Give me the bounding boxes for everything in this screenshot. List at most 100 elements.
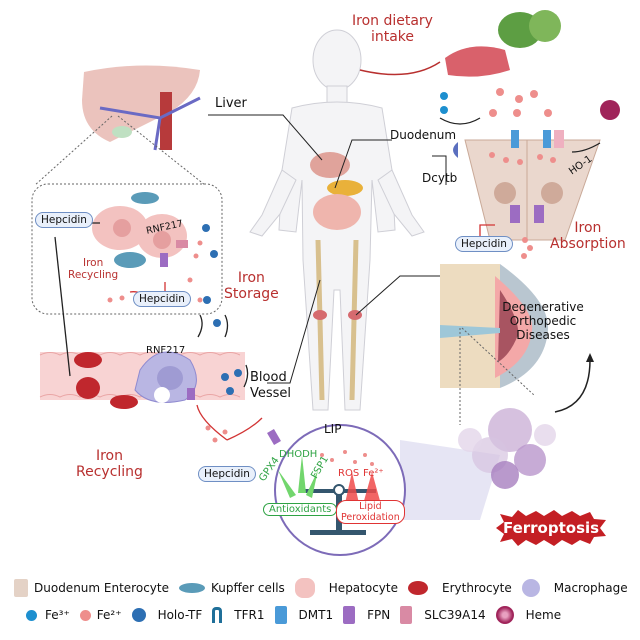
dmt1-icon — [274, 606, 287, 624]
legend-label: Macrophage — [553, 581, 628, 595]
legend-label: Duodenum Enterocyte — [34, 581, 169, 595]
ferroptosis-badge: Ferroptosis — [496, 510, 606, 546]
legend-tfr1: TFR1 — [212, 607, 265, 623]
holo-tf-molecules — [202, 224, 242, 395]
dcytb-label: Dcytb — [422, 171, 458, 185]
iron-absorption-line2: Absorption — [550, 236, 626, 252]
legend-duodenum-enterocyte: Duodenum Enterocyte — [14, 579, 169, 597]
legend-label: SLC39A14 — [424, 608, 486, 622]
legend-erythrocyte: Erythrocyte — [408, 581, 512, 595]
degenerative-line3: Diseases — [516, 328, 570, 342]
liver-label: Liver — [215, 96, 247, 111]
iron-recycling-inset-line2: Recycling — [68, 269, 119, 281]
degenerative-arrowhead — [586, 353, 594, 362]
legend-label: DMT1 — [298, 608, 334, 622]
kupffer-cell-icon — [178, 583, 205, 593]
lipid-peroxidation-line2: Peroxidation — [341, 512, 400, 523]
food-illustration — [445, 10, 561, 77]
lip-label: LIP — [324, 422, 342, 436]
lipid-peroxidation-line1: Lipid — [359, 501, 382, 512]
rnf217-macrophage-label: RNF217 — [146, 345, 186, 356]
iron-dietary-line1: Iron dietary — [352, 13, 433, 29]
fe3-icon — [26, 609, 37, 621]
hepcidin-badge-liver: Hepcidin — [35, 212, 93, 228]
fpn-icon — [343, 606, 356, 624]
degenerative-diseases-label: Degenerative Orthopedic Diseases — [502, 300, 583, 342]
liver-zoom-lines — [31, 115, 223, 315]
legend-fe3: Fe³⁺ — [26, 608, 70, 622]
iron-absorption-line1: Iron — [574, 220, 602, 236]
legend-holo-tf: Holo-TF — [131, 608, 203, 622]
iron-storage-label: Iron Storage — [224, 270, 279, 302]
fe2-label: Fe²⁺ — [363, 468, 384, 479]
heme-icon — [495, 606, 514, 624]
fe2-ions — [107, 88, 556, 466]
legend-kupffer-cells: Kupffer cells — [178, 581, 285, 595]
degenerative-line2: Orthopedic — [509, 314, 577, 328]
legend-label: FPN — [367, 608, 391, 622]
ros-label: ROS — [338, 468, 360, 479]
legend-label: Hepatocyte — [328, 581, 398, 595]
hepcidin-badge-inset: Hepcidin — [133, 291, 191, 307]
organs — [310, 152, 363, 230]
legend-label: Fe³⁺ — [45, 608, 70, 622]
tfr1-icon — [212, 607, 223, 623]
flow-arrows — [54, 117, 601, 388]
iron-storage-line2: Storage — [224, 286, 279, 302]
legend-fpn: FPN — [343, 606, 390, 624]
degenerative-line1: Degenerative — [502, 300, 584, 314]
legend-label: TFR1 — [234, 608, 265, 622]
duodenum-enterocytes — [440, 92, 620, 241]
liver-illustration — [82, 65, 201, 151]
iron-recycling-label: Iron Recycling — [76, 448, 143, 480]
hepatocytes-inset — [92, 192, 188, 268]
legend-label: Heme — [525, 608, 562, 622]
knee-joints — [313, 310, 362, 320]
legend-hepatocyte: Hepatocyte — [294, 578, 398, 598]
dhodh-label: DHODH — [279, 449, 318, 460]
blood-vessel-label: Blood Vessel — [250, 370, 291, 402]
duodenum-enterocyte-icon — [14, 579, 28, 597]
ferroptosis-label: Ferroptosis — [502, 519, 600, 537]
iron-recycling-line2: Recycling — [76, 464, 143, 480]
leader-lines — [208, 114, 447, 384]
iron-absorption-label: Iron Absorption — [550, 220, 626, 252]
legend-macrophage: Macrophage — [521, 579, 628, 597]
iron-recycling-inset-line1: Iron — [82, 257, 104, 269]
joint-zoom-lines — [459, 327, 536, 425]
hepcidin-badge-absorption: Hepcidin — [455, 236, 513, 252]
legend-label: Erythrocyte — [442, 581, 512, 595]
legend-label: Holo-TF — [157, 608, 203, 622]
erythrocyte-icon — [408, 581, 428, 595]
holo-tf-icon — [131, 608, 146, 622]
hepcidin-badge-recycling: Hepcidin — [198, 466, 256, 482]
blood-vessel-line1: Blood — [250, 370, 287, 385]
hepatocyte-icon — [294, 578, 315, 598]
joint-cartilage-inset — [440, 264, 549, 388]
legend-label: Kupffer cells — [210, 581, 285, 595]
antioxidants-box: Antioxidants — [263, 503, 338, 516]
fe2-icon — [79, 609, 91, 621]
legend-slc39a14: SLC39A14 — [400, 606, 486, 624]
iron-dietary-line2: intake — [370, 29, 415, 45]
legend-row-cells: Duodenum Enterocyte Kupffer cells Hepato… — [14, 578, 638, 598]
legend-row-molecules: Fe³⁺ Fe²⁺ Holo-TF TFR1 DMT1 FPN SLC39A14… — [26, 606, 571, 624]
iron-recycling-inset-label: Iron Recycling — [68, 257, 118, 281]
lipid-peroxidation-box: Lipid Peroxidation — [336, 500, 405, 524]
dietary-intake-arrow — [359, 61, 441, 76]
iron-storage-line1: Iron — [237, 270, 265, 286]
ferroptotic-cell-cluster — [458, 408, 556, 489]
iron-recycling-line1: Iron — [95, 448, 123, 464]
human-body-figure — [249, 29, 425, 411]
legend-label: Fe²⁺ — [96, 608, 122, 622]
legend-heme: Heme — [495, 606, 562, 624]
macrophage-icon — [521, 579, 540, 597]
degenerative-arrow — [554, 359, 591, 413]
legend-fe2: Fe²⁺ — [79, 608, 122, 622]
blood-vessel-line2: Vessel — [250, 386, 292, 401]
duodenum-label: Duodenum — [390, 128, 457, 142]
burst-shape-icon — [496, 510, 606, 546]
legend-dmt1: DMT1 — [274, 606, 334, 624]
iron-dietary-intake-label: Iron dietary intake — [352, 13, 433, 45]
